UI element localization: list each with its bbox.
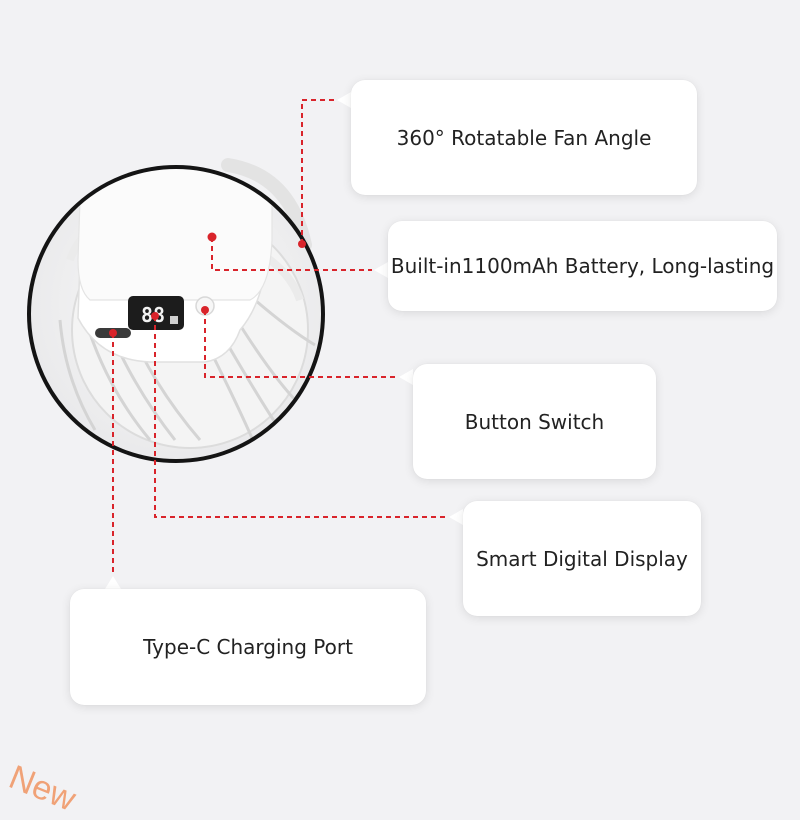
callout-rotatable-angle: 360° Rotatable Fan Angle bbox=[351, 80, 697, 195]
callout-type-c-port: Type-C Charging Port bbox=[70, 589, 426, 705]
fan-illustration: 88 bbox=[27, 92, 463, 589]
callout-battery-label: Built-in1100mAh Battery, Long-lasting bbox=[390, 254, 775, 278]
leader-button bbox=[204, 310, 397, 378]
leader-display bbox=[154, 316, 448, 518]
product-feature-diagram: 88 bbox=[4, 80, 777, 819]
callout-button-switch: Button Switch bbox=[413, 364, 656, 479]
leader-battery bbox=[211, 237, 372, 271]
callout-pointers bbox=[105, 92, 463, 589]
callout-digital-display-label: Smart Digital Display bbox=[476, 546, 688, 571]
leader-dots bbox=[109, 232, 306, 337]
magnifier-ring bbox=[27, 165, 325, 463]
callout-battery: Built-in1100mAh Battery, Long-lasting bbox=[388, 221, 777, 311]
callout-type-c-port-label: Type-C Charging Port bbox=[143, 635, 353, 659]
callout-rotatable-angle-label: 360° Rotatable Fan Angle bbox=[396, 125, 652, 150]
callout-digital-display: Smart Digital Display bbox=[463, 501, 701, 616]
callout-button-switch-label: Button Switch bbox=[464, 409, 605, 434]
leader-lines bbox=[112, 99, 448, 574]
leader-rotate bbox=[301, 99, 335, 244]
